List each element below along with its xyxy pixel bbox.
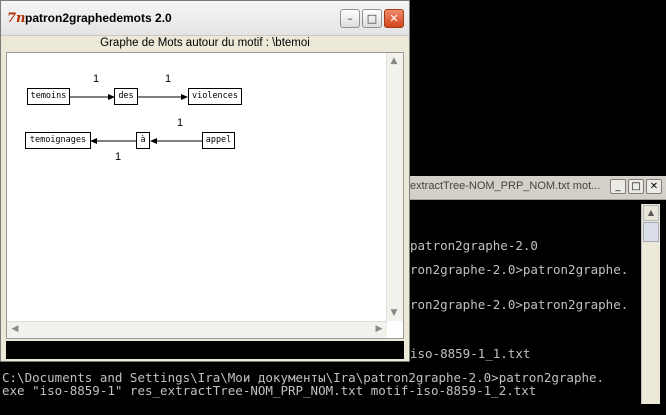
graph-edges <box>69 94 202 144</box>
console-line: patron2graphe-2.0 <box>410 238 538 253</box>
console-scroll-up-icon[interactable]: ▲ <box>643 205 659 221</box>
scroll-right-icon[interactable]: ▶ <box>375 324 383 334</box>
console-line: C:\Documents and Settings\Ira\Мои докуме… <box>2 370 605 385</box>
edge-label: 1 <box>165 73 172 85</box>
graph-horizontal-scrollbar[interactable]: ◀ ▶ <box>7 321 387 338</box>
close-button[interactable]: ✕ <box>384 9 404 28</box>
console-close-button[interactable]: ✕ <box>646 179 662 194</box>
console-line: ron2graphe-2.0>patron2graphe. <box>410 262 629 277</box>
graph-canvas[interactable]: temoins des violences temoignages à appe… <box>6 52 404 339</box>
console-minimize-button[interactable]: _ <box>610 179 626 194</box>
graph-window: 7n patron2graphedemots 2.0 – □ ✕ Graphe … <box>0 0 410 362</box>
graph-vertical-scrollbar[interactable]: ▲ ▼ <box>386 53 403 321</box>
console-scrollbar[interactable]: ▲ <box>641 204 660 404</box>
graph-node-appel[interactable]: appel <box>202 132 235 149</box>
app-title: patron2graphedemots 2.0 <box>25 11 172 25</box>
scroll-down-icon[interactable]: ▼ <box>390 308 398 318</box>
scroll-up-icon[interactable]: ▲ <box>390 56 398 66</box>
scroll-left-icon[interactable]: ◀ <box>11 324 19 334</box>
graph-node-violences[interactable]: violences <box>188 88 242 105</box>
console-titlebar[interactable]: extractTree-NOM_PRP_NOM.txt mot... _ □ ✕ <box>404 176 666 200</box>
graph-node-des[interactable]: des <box>114 88 138 105</box>
edge-label: 1 <box>177 117 184 129</box>
edge-label: 1 <box>93 73 100 85</box>
status-bar <box>6 341 404 359</box>
app-titlebar[interactable]: 7n patron2graphedemots 2.0 – □ ✕ <box>1 1 409 36</box>
console-scroll-thumb[interactable] <box>643 222 659 242</box>
graph-node-temoins[interactable]: temoins <box>27 88 70 105</box>
graph-node-temoignages[interactable]: temoignages <box>25 132 91 149</box>
graph-heading: Graphe de Mots autour du motif : \btemoi <box>100 37 310 49</box>
edge-label: 1 <box>115 151 122 163</box>
graph-node-a[interactable]: à <box>136 132 150 149</box>
app-logo-icon: 7n <box>7 11 26 26</box>
maximize-button[interactable]: □ <box>362 9 382 28</box>
console-line: exe "iso-8859-1" res_extractTree-NOM_PRP… <box>2 383 537 398</box>
console-title: extractTree-NOM_PRP_NOM.txt mot... <box>410 180 601 192</box>
console-line: iso-8859-1_1.txt <box>410 346 531 361</box>
console-maximize-button[interactable]: □ <box>628 179 644 194</box>
console-line: ron2graphe-2.0>patron2graphe. <box>410 297 629 312</box>
minimize-button[interactable]: – <box>340 9 360 28</box>
